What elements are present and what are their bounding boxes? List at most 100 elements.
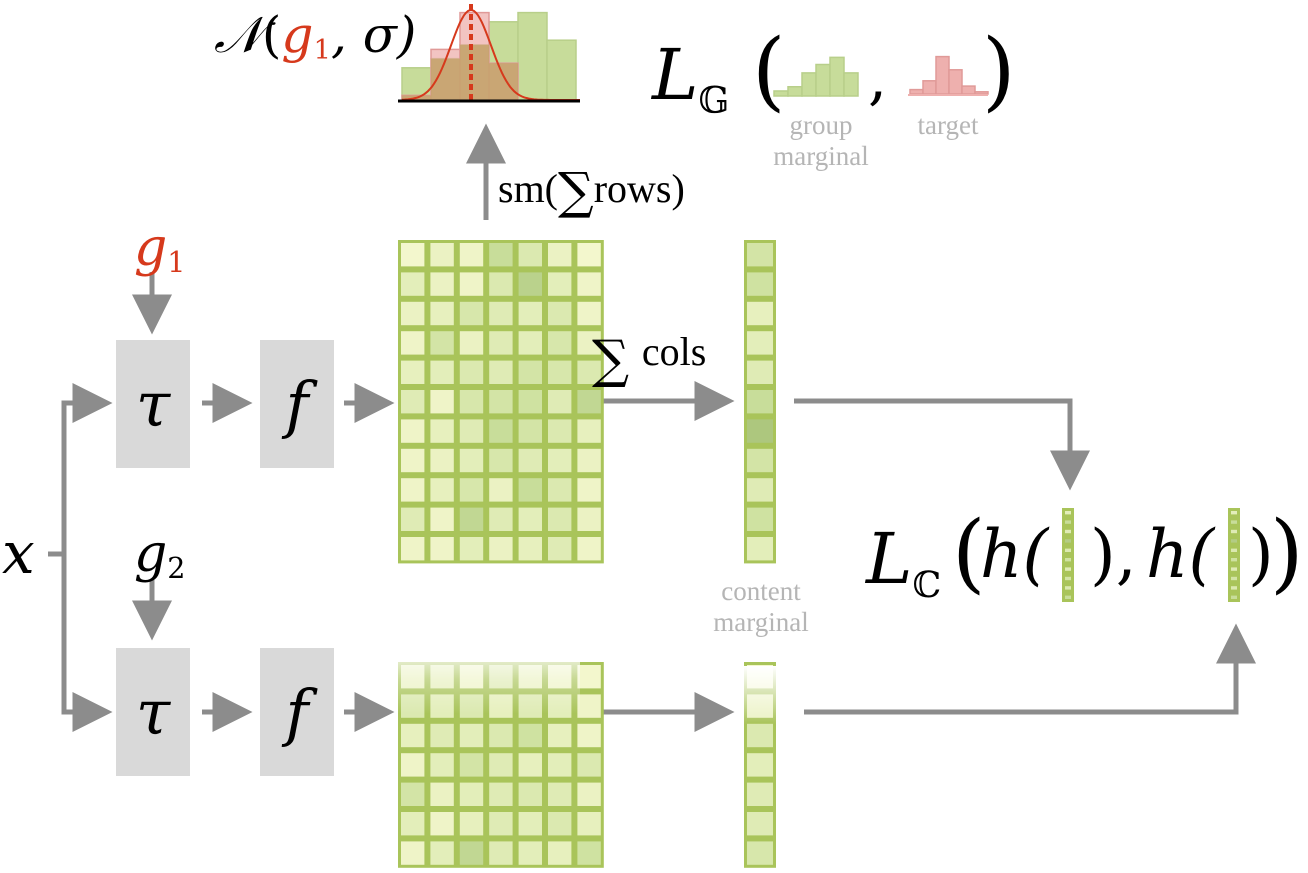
normal-rest: , σ) — [330, 6, 417, 64]
group-hist-bar — [787, 86, 803, 97]
marginal-cell — [747, 419, 773, 443]
group-hist-bar — [801, 72, 817, 97]
marginal-cell — [747, 478, 773, 502]
marginal-cell — [747, 812, 773, 836]
marginal-cell — [747, 272, 773, 296]
target-histogram — [908, 55, 989, 96]
matrix-cell — [489, 841, 513, 865]
matrix-cell — [401, 812, 425, 836]
marginal-cell — [1065, 576, 1071, 581]
group-marginal-caption: group marginal — [756, 110, 886, 172]
content-marginal-text: content marginal — [713, 576, 809, 638]
content-loss-subscript: ℂ — [912, 565, 942, 606]
matrix-cell — [518, 331, 542, 355]
matrix-cell — [518, 301, 542, 326]
lower-f-symbol: f — [285, 675, 309, 749]
matrix-cell — [489, 753, 513, 777]
normal-distribution-label: 𝒩(g1, σ) — [214, 10, 416, 64]
matrix-cell — [459, 507, 484, 531]
matrix-cell — [577, 841, 601, 865]
matrix-cell — [401, 537, 425, 561]
matrix-cell — [548, 723, 572, 748]
upper-f-box: f — [260, 340, 334, 468]
group-hist-bar — [815, 63, 831, 97]
marginal-cell — [747, 390, 773, 414]
matrix-cell — [577, 272, 601, 296]
matrix-cell — [489, 537, 513, 561]
marginal-cell — [1065, 529, 1071, 534]
group-hist-bar — [829, 56, 845, 97]
matrix-cell — [430, 419, 454, 443]
matrix-cell — [459, 841, 484, 865]
marginal-cell — [1231, 586, 1237, 590]
connectors — [48, 123, 1256, 732]
matrix-cell — [459, 419, 484, 443]
group-marginal-histogram — [773, 56, 859, 97]
matrix-cell — [577, 507, 601, 531]
matrix-cell — [401, 360, 425, 384]
matrix-cell — [489, 478, 513, 502]
matrix-cell — [518, 243, 542, 267]
matrix-cell — [548, 390, 572, 414]
matrix-cell — [459, 812, 484, 836]
mini-marginal-column-1 — [1062, 508, 1074, 602]
target-caption: target — [917, 110, 979, 140]
input-x-label: x — [2, 519, 35, 587]
g1-letter: g — [134, 218, 168, 278]
matrix-cell — [430, 478, 454, 502]
matrix-cell — [518, 841, 542, 865]
matrix-cell — [577, 753, 601, 777]
softmax-rows-label: sm(∑rows) — [498, 166, 685, 216]
marginal-cell — [747, 331, 773, 355]
matrix-cell — [459, 390, 484, 414]
sum-cols-label: ∑ cols — [592, 332, 706, 387]
group-loss-L: L𝔾 — [652, 40, 729, 120]
g2-label: g2 — [134, 528, 186, 583]
matrix-cell — [548, 753, 572, 777]
marginal-cell — [1065, 548, 1071, 552]
lower-matrix-fade — [398, 644, 580, 714]
marginal-cell — [747, 537, 773, 561]
content-loss-h1: h( — [980, 516, 1049, 593]
matrix-cell — [459, 331, 484, 355]
matrix-cell — [518, 272, 542, 296]
matrix-cell — [489, 331, 513, 355]
marginal-cell — [1065, 595, 1071, 599]
matrix-cell — [489, 723, 513, 748]
matrix-cell — [577, 723, 601, 748]
matrix-cell — [459, 537, 484, 561]
matrix-cell — [401, 301, 425, 326]
lower-tau-symbol: τ — [135, 675, 171, 749]
marginal-cell — [1231, 595, 1237, 599]
hist-bar-green — [546, 39, 577, 101]
marginal-cell — [747, 507, 773, 531]
matrix-cell — [548, 243, 572, 267]
marginal-cell — [1231, 529, 1237, 534]
matrix-cell — [548, 448, 572, 473]
matrix-cell — [489, 812, 513, 836]
matrix-cell — [430, 723, 454, 748]
matrix-cell — [401, 478, 425, 502]
marginal-cell — [747, 448, 773, 473]
g1-label: g1 — [134, 222, 186, 277]
matrix-cell — [430, 753, 454, 777]
matrix-cell — [430, 243, 454, 267]
matrix-cell — [489, 419, 513, 443]
group-hist-bar — [843, 72, 859, 97]
content-loss-mid: ), — [1090, 516, 1137, 593]
group-loss-subscript: 𝔾 — [698, 81, 730, 122]
content-loss-open-paren: ( — [952, 503, 986, 603]
group-loss-L-letter: L — [652, 34, 699, 116]
matrix-cell — [518, 419, 542, 443]
matrix-cell — [459, 272, 484, 296]
matrix-cell — [518, 507, 542, 531]
matrix-cell — [577, 665, 601, 689]
x-to-lower-tau-arrow — [61, 554, 113, 732]
matrix-cell — [401, 753, 425, 777]
marginal-cell — [747, 782, 773, 806]
upper-f-symbol: f — [285, 367, 309, 441]
normal-N-symbol: 𝒩 — [214, 6, 262, 64]
matrix-cell — [430, 507, 454, 531]
matrix-cell — [577, 812, 601, 836]
marginal-cell — [747, 301, 773, 326]
